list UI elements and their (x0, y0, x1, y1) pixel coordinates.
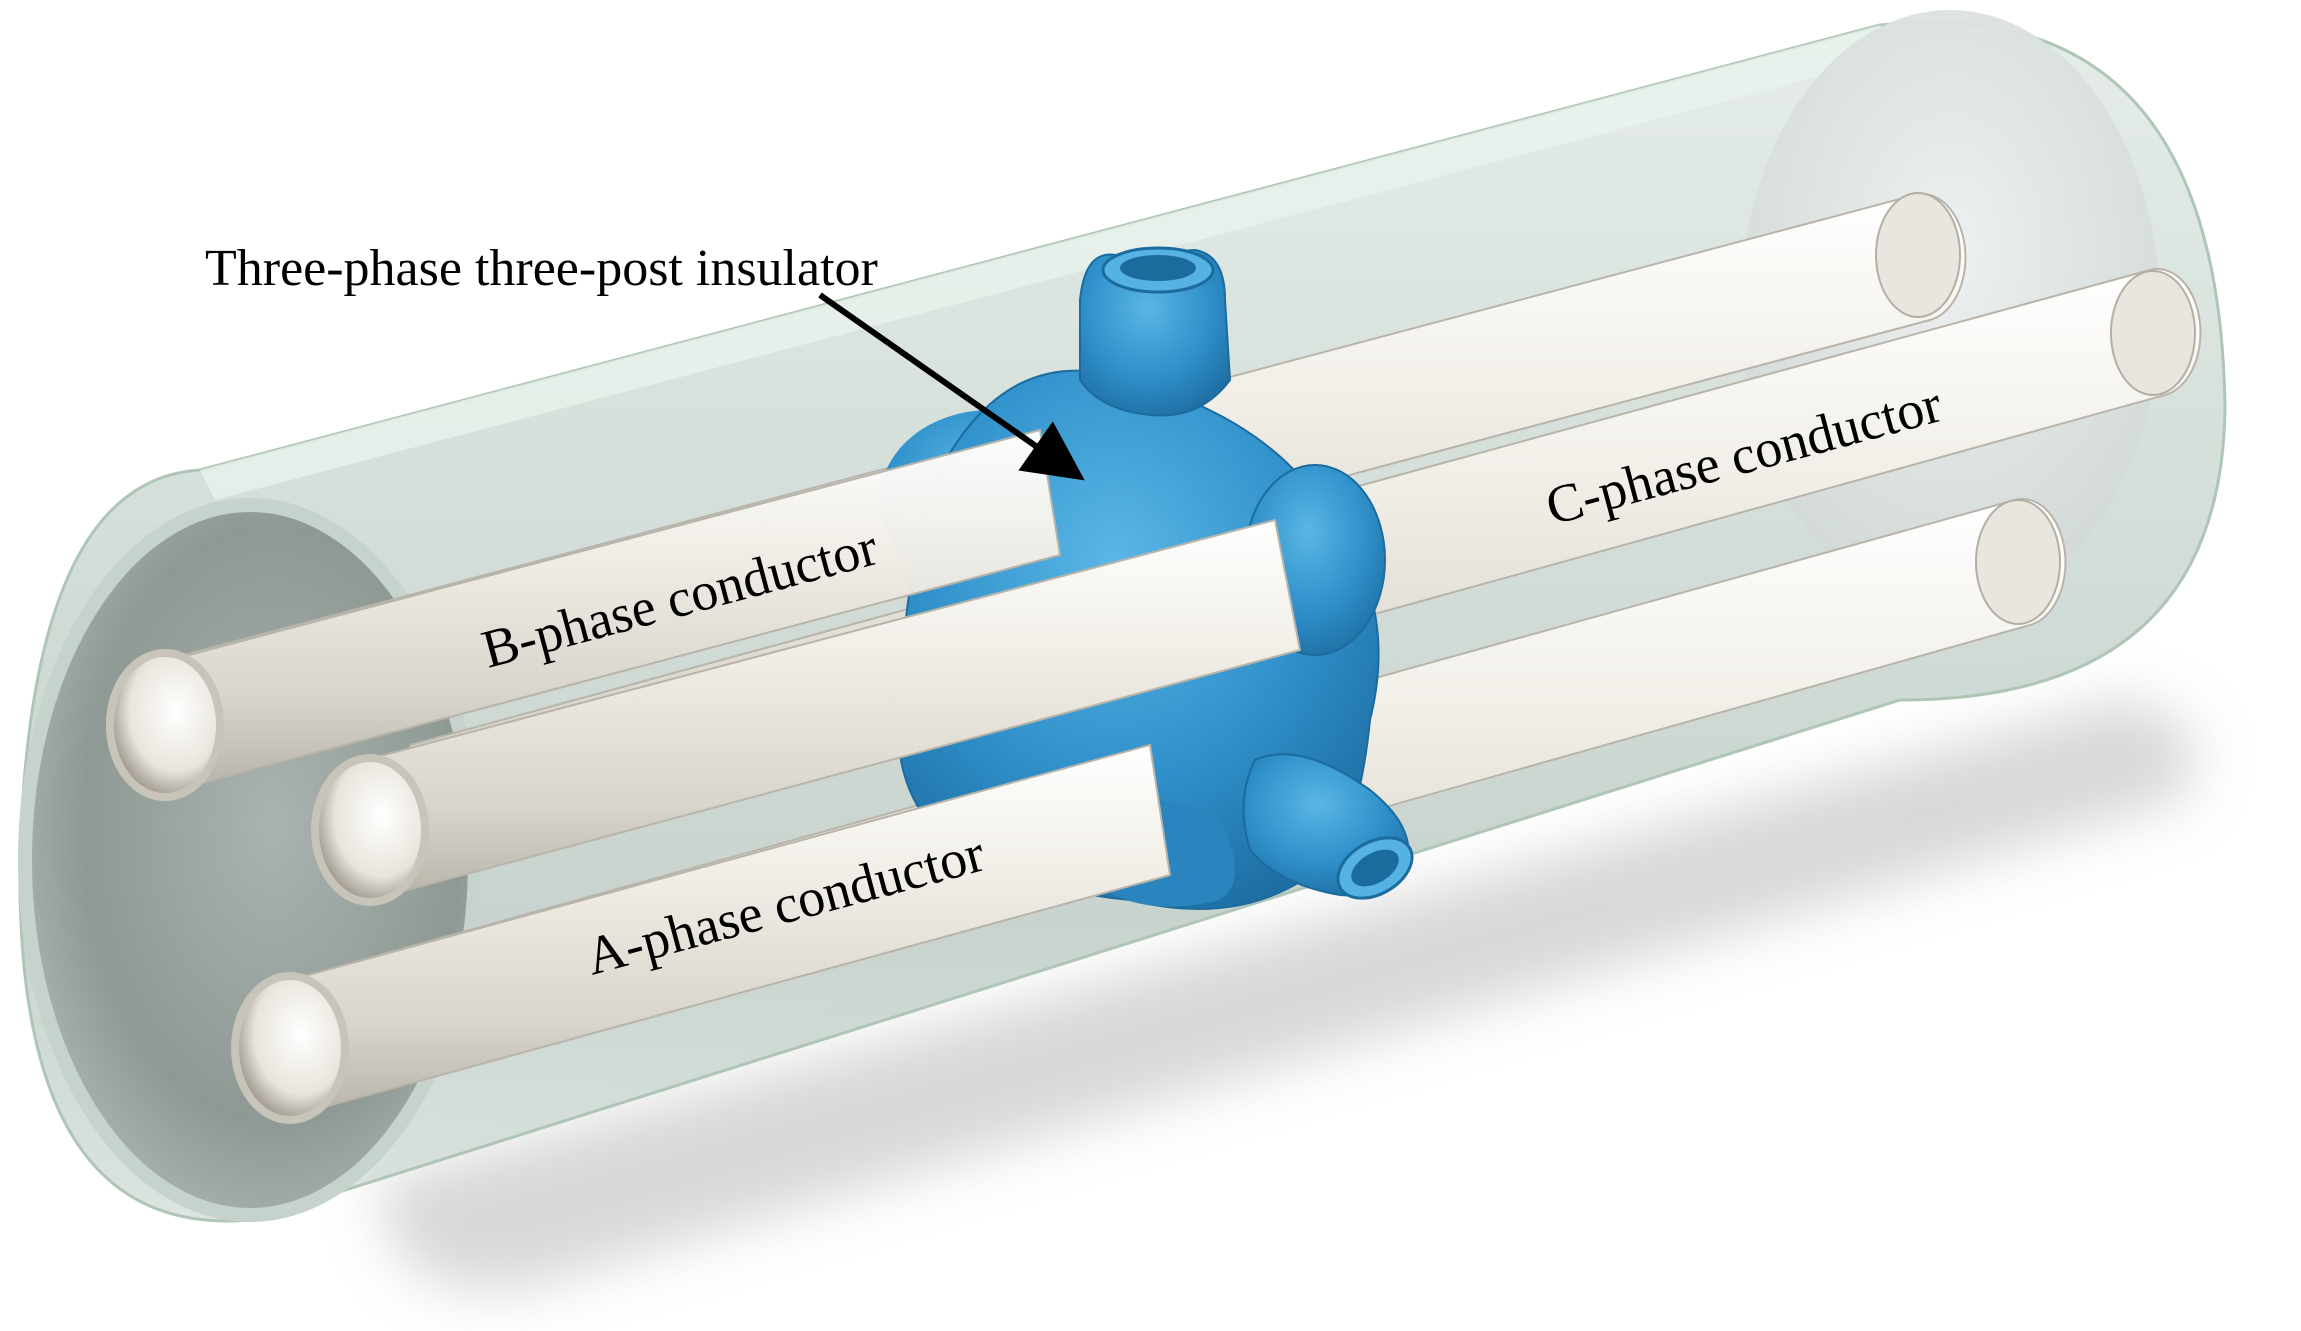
a-phase-conductor-end (231, 972, 349, 1124)
b-phase-front-segment (106, 428, 1062, 801)
a-phase-front-segment (231, 743, 1172, 1124)
insulator-arrow (818, 292, 1085, 481)
ground-shadow (380, 700, 2196, 1291)
middle-conductor-front (311, 518, 1302, 906)
insulator-label: Three-phase three-post insulator (205, 240, 878, 297)
c-phase-conductor-end (311, 754, 429, 906)
